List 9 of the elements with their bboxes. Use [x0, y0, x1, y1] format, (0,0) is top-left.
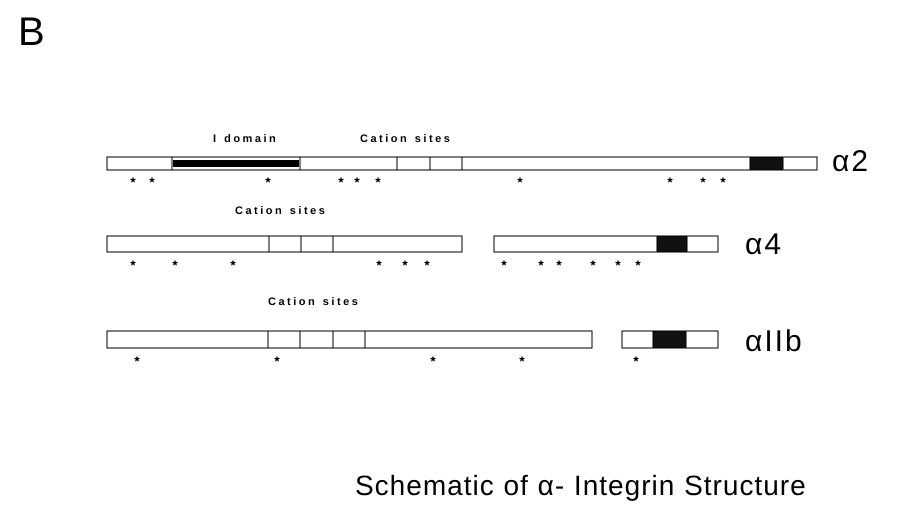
chain-label: α4 — [745, 228, 784, 262]
domain-label: I domain — [213, 133, 278, 145]
chain-label: α2 — [832, 145, 870, 179]
panel-letter: B — [18, 10, 45, 55]
domain-label: Cation sites — [268, 296, 360, 308]
caption: Schematic of α- Integrin Structure — [355, 470, 807, 502]
domain-label: Cation sites — [235, 205, 328, 217]
chain-label: αIIb — [745, 325, 804, 359]
domain-label: Cation sites — [360, 133, 452, 145]
